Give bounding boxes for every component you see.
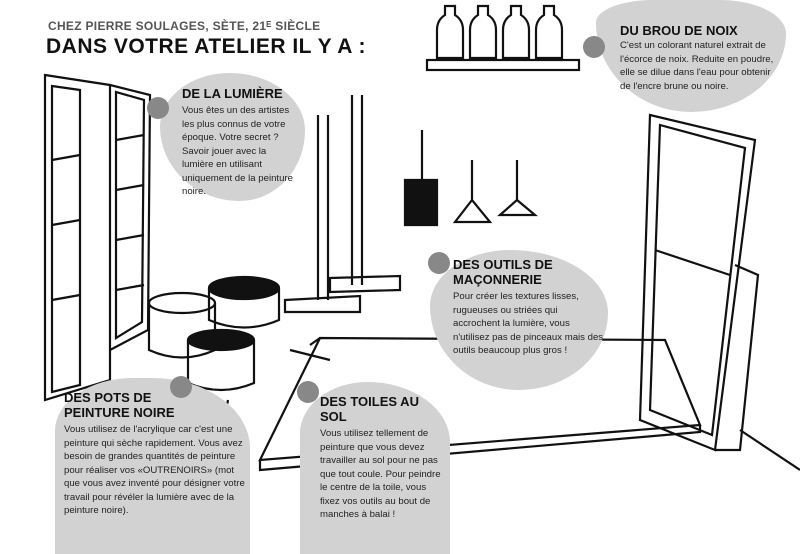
page-title: DANS VOTRE ATELIER IL Y A : <box>46 35 366 58</box>
bubble-toiles-text: Vous utilisez tellement de peinture que … <box>320 428 441 520</box>
bubble-brou-content: DU BROU DE NOIX C'est un colorant nature… <box>620 23 782 93</box>
bubble-pots <box>55 378 250 554</box>
bubble-brou-text: C'est un colorant naturel extrait de l'é… <box>620 40 774 92</box>
bubble-marker-dot <box>297 381 319 403</box>
paint-pots-illustration <box>147 275 281 392</box>
bubble-outils-heading: DES OUTILS DE MAÇONNERIE <box>453 257 553 287</box>
bubble-toiles <box>300 382 450 554</box>
bubble-lumiere <box>160 73 305 201</box>
bubble-marker-dot <box>170 376 192 398</box>
bubble-marker-dot <box>583 36 605 58</box>
page-subtitle: CHEZ PIERRE SOULAGES, SÈTE, 21ᴱ SIÈCLE <box>48 19 321 33</box>
bubble-brou-heading: DU BROU DE NOIX <box>620 23 738 38</box>
bubble-marker-dot <box>147 97 169 119</box>
bubble-pots-heading: DES POTS DE PEINTURE NOIRE <box>64 390 175 420</box>
bottles-shelf-illustration <box>425 4 581 72</box>
bubble-outils <box>430 250 608 390</box>
window-right-illustration <box>638 113 800 471</box>
bubble-toiles-content: DES TOILES AU SOL Vous utilisez tellemen… <box>320 394 444 522</box>
bubble-outils-text: Pour créer les textures lisses, rugueuse… <box>453 291 604 356</box>
bubble-lumiere-content: DE LA LUMIÈRE Vous êtes un des artistes … <box>182 86 294 199</box>
window-left-illustration <box>43 73 152 402</box>
bubble-pots-text: Vous utilisez de l'acrylique car c'est u… <box>64 424 245 516</box>
bubble-pots-content: DES POTS DE PEINTURE NOIRE Vous utilisez… <box>64 390 246 518</box>
bubble-lumiere-text: Vous êtes un des artistes les plus connu… <box>182 105 293 197</box>
bubble-toiles-heading: DES TOILES AU SOL <box>320 394 419 424</box>
bubble-marker-dot <box>428 252 450 274</box>
hanging-tools-illustration <box>403 130 539 227</box>
bubble-lumiere-heading: DE LA LUMIÈRE <box>182 86 283 101</box>
bubble-outils-content: DES OUTILS DE MAÇONNERIE Pour créer les … <box>453 257 605 358</box>
easels-illustration <box>283 95 402 314</box>
